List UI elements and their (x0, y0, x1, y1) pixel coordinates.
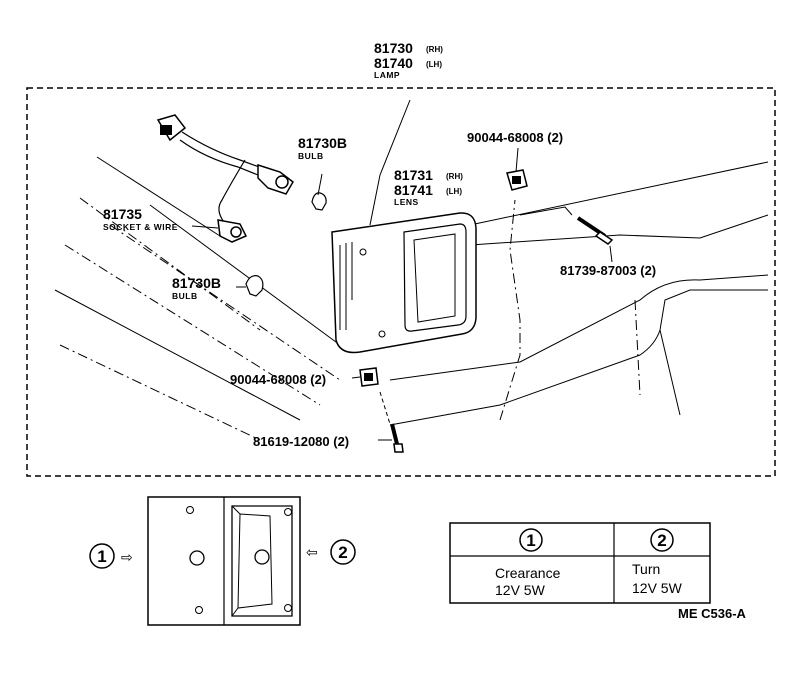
socket-name: SOCKET & WIRE (103, 222, 178, 232)
nut-top-label: 90044-68008 (2) (467, 130, 563, 145)
table-col2-line2: 12V 5W (632, 580, 683, 596)
bulb-left-icon (245, 275, 264, 297)
leader-lines (191, 225, 392, 441)
table-col1-line1: Crearance (495, 565, 561, 581)
bulb-left-name: BULB (172, 291, 198, 301)
bulb-top-icon (311, 173, 327, 211)
vehicle-body-outline (54, 99, 769, 441)
nut-top-icon (506, 147, 528, 191)
screw-right-label: 81739-87003 (2) (560, 263, 656, 278)
lens-part-lh: 81741 (394, 182, 433, 198)
nut-bottom-label: 90044-68008 (2) (230, 372, 326, 387)
lamp-rh-tag: (RH) (426, 45, 443, 54)
table-col1-header: 1 (526, 531, 535, 550)
marker-2-circle (330, 539, 356, 565)
lens-rh-tag: (RH) (446, 172, 463, 181)
arrow-left-icon: ⇦ (306, 544, 318, 560)
socket-part: 81735 (103, 206, 142, 222)
arrow-right-icon: ⇨ (121, 549, 133, 565)
socket-wire-icon (156, 114, 294, 243)
nut-bottom-icon (359, 367, 379, 387)
assembly-boundary (26, 87, 776, 477)
table-col1-line2: 12V 5W (495, 582, 546, 598)
marker-1-circle (89, 543, 115, 569)
bulb-left-part: 81730B (172, 275, 221, 291)
screw-bottom-label: 81619-12080 (2) (253, 434, 349, 449)
table-col2-header: 2 (657, 531, 666, 550)
bulb-top-part: 81730B (298, 135, 347, 151)
screw-right-icon (576, 216, 614, 263)
screw-bottom-icon (379, 391, 404, 453)
lamp-housing (331, 212, 477, 354)
bulb-spec-table (449, 522, 711, 604)
lamp-part-rh: 81730 (374, 40, 413, 56)
lamp-part-lh: 81740 (374, 55, 413, 71)
lens-lh-tag: (LH) (446, 187, 462, 196)
table-col2-line1: Turn (632, 561, 660, 577)
reference-code: ME C536-A (678, 606, 747, 621)
bulb-top-name: BULB (298, 151, 324, 161)
view-front-lamp (147, 496, 301, 626)
marker-2-label: 2 (338, 543, 347, 562)
lamp-name: LAMP (374, 70, 400, 80)
lens-name: LENS (394, 197, 419, 207)
lens-part-rh: 81731 (394, 167, 433, 183)
marker-1-label: 1 (97, 547, 106, 566)
lamp-lh-tag: (LH) (426, 60, 442, 69)
